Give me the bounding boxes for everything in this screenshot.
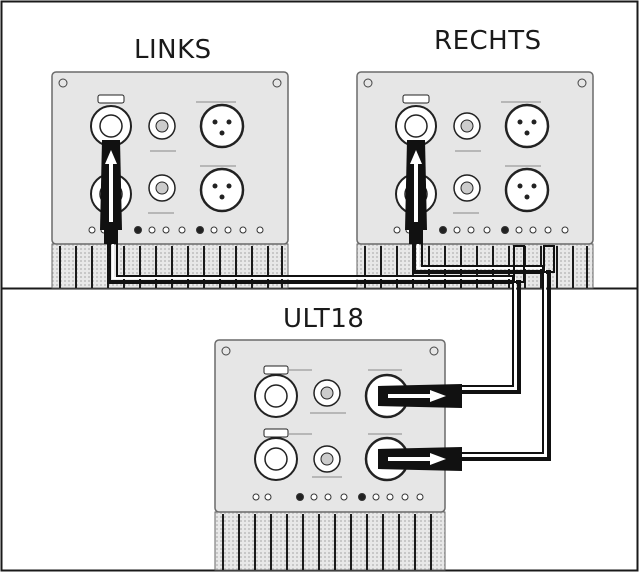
left-mix-out-xlr	[199, 167, 245, 213]
left-speaker-label: LINKS	[134, 35, 212, 65]
left-direct-out-xlr	[199, 103, 245, 149]
sub-heatsink	[214, 511, 446, 571]
right-xlr-plug-arrow-up-icon	[405, 140, 427, 244]
sub-output-level-knob	[313, 445, 341, 473]
right-speaker-panel	[356, 71, 594, 289]
sub-indicator-row	[252, 493, 424, 501]
right-level-knob-1	[453, 112, 481, 140]
subwoofer-label: ULT18	[283, 304, 365, 334]
right-direct-out-xlr	[504, 103, 550, 149]
sub-lowpass-knob	[313, 379, 341, 407]
right-mix-out-xlr	[504, 167, 550, 213]
left-level-knob-1	[148, 112, 176, 140]
sub-input-1-combo-jack	[254, 365, 298, 418]
right-speaker-label: RECHTS	[434, 26, 542, 56]
sub-xlr-plug-2-arrow-right-icon	[378, 447, 462, 471]
left-xlr-plug-arrow-up-icon	[100, 140, 122, 244]
right-indicator-row	[393, 226, 569, 234]
left-level-knob-2	[148, 174, 176, 202]
left-indicator-row	[88, 226, 264, 234]
left-input-1-combo-jack	[90, 94, 132, 147]
right-level-knob-2	[453, 174, 481, 202]
sub-xlr-plug-1-arrow-right-icon	[378, 384, 462, 408]
sub-input-2-combo-jack	[254, 428, 298, 481]
right-input-1-combo-jack	[395, 94, 437, 147]
left-speaker-panel	[51, 71, 289, 289]
